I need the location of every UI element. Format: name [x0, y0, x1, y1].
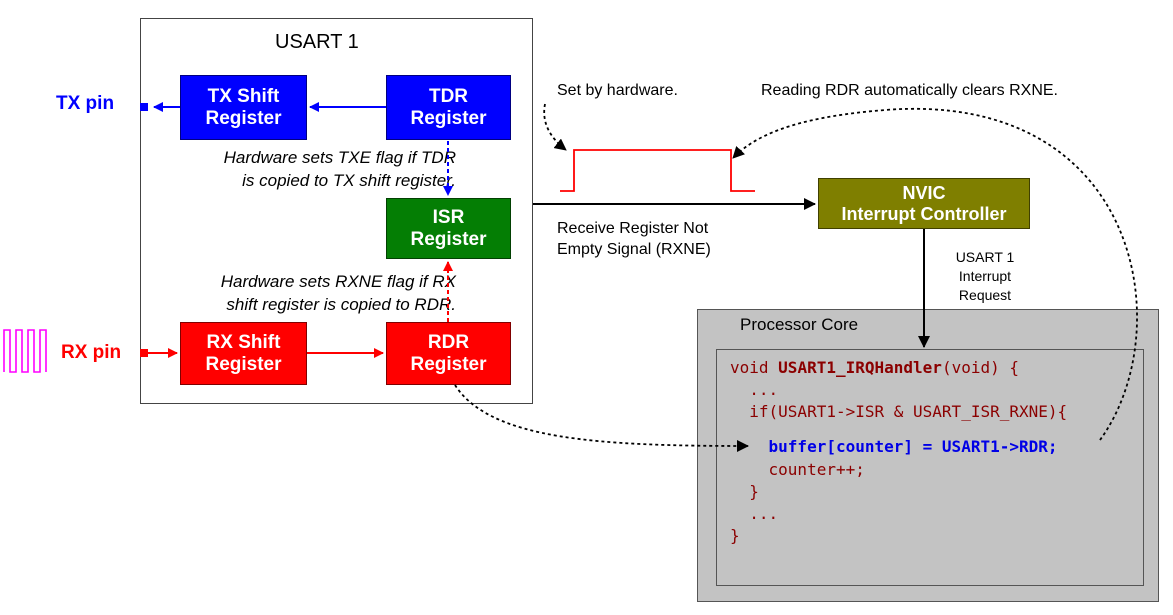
txe-note-line2: is copied to TX shift register.: [242, 171, 456, 190]
code-line-7: ...: [730, 504, 779, 523]
nvic-box: NVIC Interrupt Controller: [818, 178, 1030, 229]
rxne-signal-label-line2: Empty Signal (RXNE): [557, 241, 711, 258]
reading-rdr-clears-label: Reading RDR automatically clears RXNE.: [761, 82, 1058, 99]
rx-pin-label: RX pin: [61, 342, 122, 363]
rdr-register-line1: RDR: [427, 331, 470, 353]
code-line-1: void USART1_IRQHandler(void) {: [730, 358, 1019, 378]
isr-register-line1: ISR: [432, 206, 465, 228]
rdr-register: RDR Register: [386, 322, 511, 385]
nvic-line1: NVIC: [902, 182, 946, 203]
set-by-hardware-arrow: [543, 103, 567, 151]
rx-shift-register-line1: RX Shift: [206, 331, 281, 353]
code-line-5: counter++;: [730, 460, 865, 479]
code-line-6: }: [730, 482, 759, 501]
code-panel: [716, 349, 1144, 586]
rdr-to-buffer-arrow: [454, 384, 749, 452]
code-line-1-post: (void) {: [941, 358, 1019, 377]
code-handler-name: USART1_IRQHandler: [778, 358, 942, 377]
code-line-1-pre: void: [730, 358, 779, 377]
txe-note-line1: Hardware sets TXE flag if TDR: [223, 148, 456, 167]
irq-request-label: USART 1 Interrupt Request: [935, 248, 1035, 305]
code-line-4: buffer[counter] = USART1->RDR;: [730, 437, 1058, 456]
rx-shift-register: RX Shift Register: [180, 322, 307, 385]
tx-shift-register-line1: TX Shift: [207, 85, 280, 107]
code-line-8: }: [730, 526, 740, 545]
processor-core-title: Processor Core: [740, 315, 859, 334]
tx-shift-register: TX Shift Register: [180, 75, 307, 140]
isr-register-line2: Register: [410, 228, 487, 250]
irq-request-line2: Interrupt: [958, 268, 1012, 284]
tdr-register-line2: Register: [410, 107, 487, 129]
tdr-register: TDR Register: [386, 75, 511, 140]
rxne-signal-label: Receive Register Not Empty Signal (RXNE): [557, 218, 711, 260]
code-line-2: ...: [730, 380, 779, 399]
irq-request-line1: USART 1: [955, 249, 1015, 265]
tx-pin-marker: [140, 103, 148, 111]
irq-request-line3: Request: [958, 287, 1012, 303]
rxne-note: Hardware sets RXNE flag if RX shift regi…: [150, 270, 456, 316]
rxne-note-line2: shift register is copied to RDR.: [226, 295, 456, 314]
rx-shift-register-line2: Register: [205, 353, 282, 375]
code-line-3: if(USART1->ISR & USART_ISR_RXNE){: [730, 402, 1068, 421]
rx-waveform-icon: [3, 329, 47, 373]
usart1-title: USART 1: [275, 31, 359, 53]
isr-register: ISR Register: [386, 198, 511, 259]
tx-pin-label: TX pin: [56, 93, 115, 114]
set-by-hardware-label: Set by hardware.: [557, 82, 678, 99]
rxne-signal-label-line1: Receive Register Not: [557, 220, 709, 237]
reading-rdr-clears-arrow: [732, 107, 1138, 441]
tdr-register-line1: TDR: [428, 85, 469, 107]
rdr-register-line2: Register: [410, 353, 487, 375]
rxne-note-line1: Hardware sets RXNE flag if RX: [220, 272, 456, 291]
txe-note: Hardware sets TXE flag if TDR is copied …: [150, 146, 456, 192]
rxne-pulse: [560, 149, 755, 192]
rx-pin-marker: [140, 349, 148, 357]
nvic-line2: Interrupt Controller: [841, 203, 1007, 224]
tx-shift-register-line2: Register: [205, 107, 282, 129]
